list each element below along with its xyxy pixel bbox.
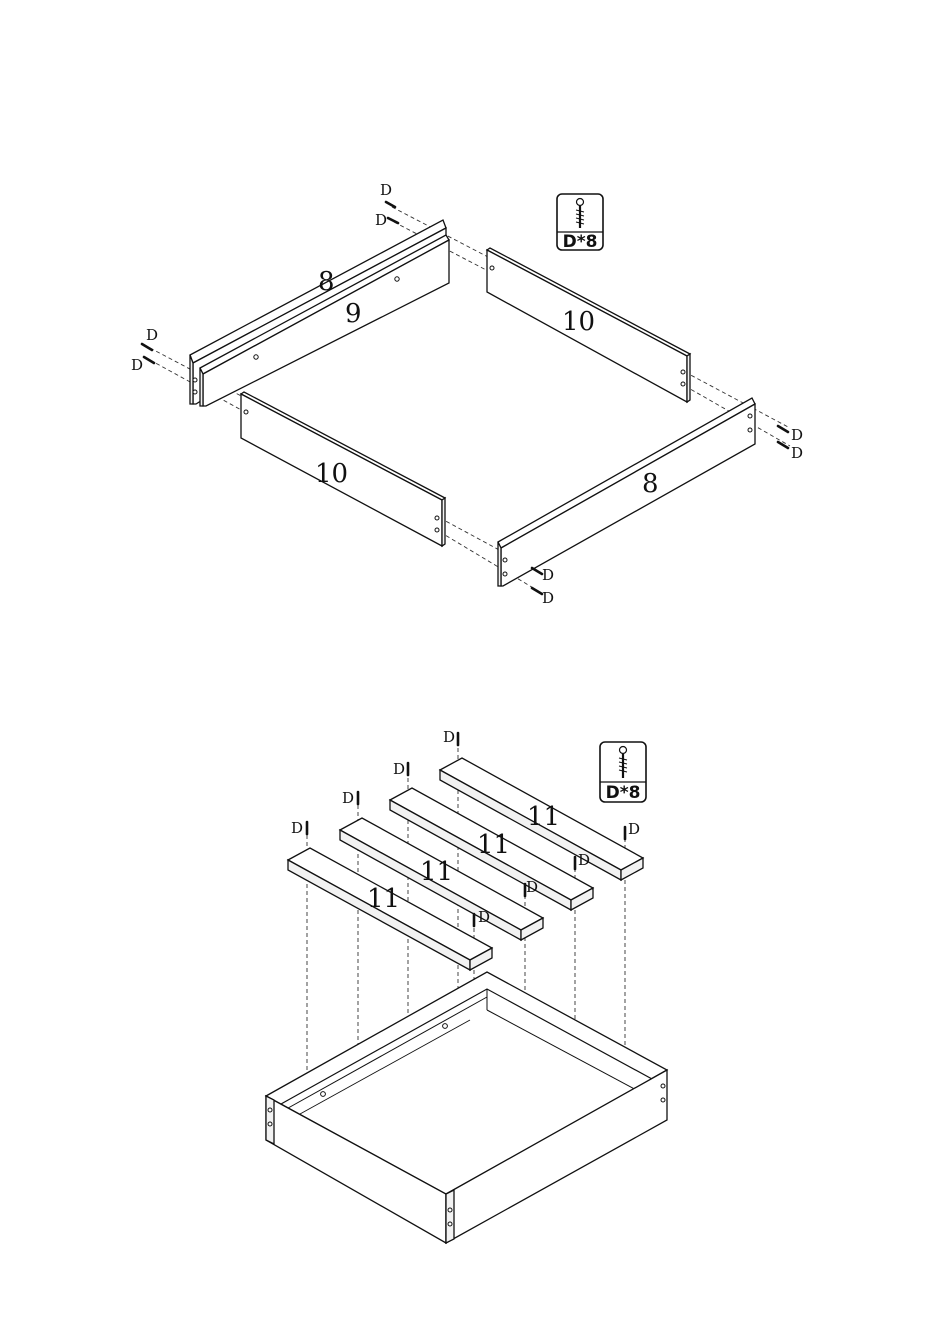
part-label-8-front: 8 <box>642 469 659 499</box>
screw-markers-step1: D D D D D D D D <box>131 181 803 607</box>
screw-label: D <box>478 908 490 926</box>
part-label-9: 9 <box>345 299 362 329</box>
screw-label: D <box>342 789 354 807</box>
screw-label: D <box>628 820 640 838</box>
part-label-10-right: 10 <box>562 307 595 337</box>
screw-label: D <box>291 819 303 837</box>
assembled-frame-box <box>266 972 667 1243</box>
screw-label: D <box>526 878 538 896</box>
slat-label: 11 <box>420 857 453 887</box>
slat-label: 11 <box>527 802 560 832</box>
screw-label: D <box>542 566 554 584</box>
screw-label: D <box>791 444 803 462</box>
hardware-count-label: D*8 <box>606 783 641 803</box>
screw-label: D <box>791 426 803 444</box>
hardware-count-label: D*8 <box>563 232 598 252</box>
slat-label: 11 <box>477 830 510 860</box>
part-label-8-back: 8 <box>318 267 335 297</box>
screw-label: D <box>131 356 143 374</box>
hardware-badge-step2: D*8 <box>600 742 646 803</box>
panel-part-9-rail: 9 <box>200 235 449 406</box>
screw-label: D <box>578 851 590 869</box>
panel-part-8-front: 8 <box>498 398 755 586</box>
hardware-badge-step1: D*8 <box>557 194 603 252</box>
screw-label: D <box>146 326 158 344</box>
screw-label: D <box>380 181 392 199</box>
screw-label: D <box>393 760 405 778</box>
slat-label: 11 <box>367 884 400 914</box>
screw-label: D <box>443 728 455 746</box>
screw-label: D <box>375 211 387 229</box>
panel-part-10-right: 10 <box>487 248 690 402</box>
screw-label: D <box>542 589 554 607</box>
part-label-10-left: 10 <box>315 459 348 489</box>
step-1-frame-assembly: 8 9 10 10 <box>131 181 803 607</box>
step-2-slat-assembly: 11 11 11 11 D D D D <box>266 728 667 1243</box>
panel-part-10-left: 10 <box>241 392 445 546</box>
